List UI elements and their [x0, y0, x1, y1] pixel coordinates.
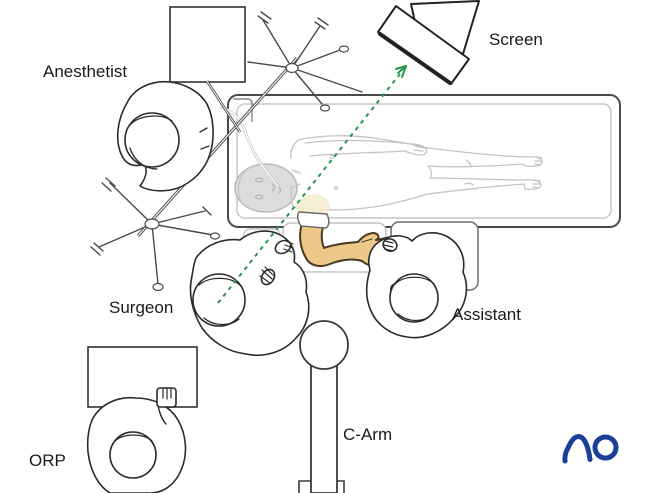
- anesthetist-figure: [116, 80, 214, 192]
- c-arm-machine: [298, 320, 349, 493]
- instrument-table: [87, 346, 198, 408]
- patient-figure: [219, 104, 543, 213]
- tourniquet-cuff: [296, 211, 330, 229]
- assistant-figure: [365, 232, 468, 339]
- ao-logo-mark: [562, 433, 619, 464]
- label-anesthetist: Anesthetist: [43, 62, 128, 81]
- view-direction-arrow: [217, 65, 407, 304]
- label-surgeon: Surgeon: [109, 298, 174, 317]
- label-assistant: Assistant: [452, 305, 521, 324]
- screen-monitor: [377, 0, 480, 85]
- iv-pole-cluster: [90, 11, 363, 292]
- anesthesia-machine-table: [169, 6, 246, 83]
- surgeon-figure: [189, 230, 310, 356]
- ao-logo: AO: [562, 432, 622, 466]
- label-orp: ORP: [29, 451, 66, 470]
- operating-table: [227, 94, 621, 228]
- label-screen: Screen: [489, 30, 543, 49]
- orp-figure: [86, 387, 187, 493]
- label-c-arm: C-Arm: [343, 425, 393, 444]
